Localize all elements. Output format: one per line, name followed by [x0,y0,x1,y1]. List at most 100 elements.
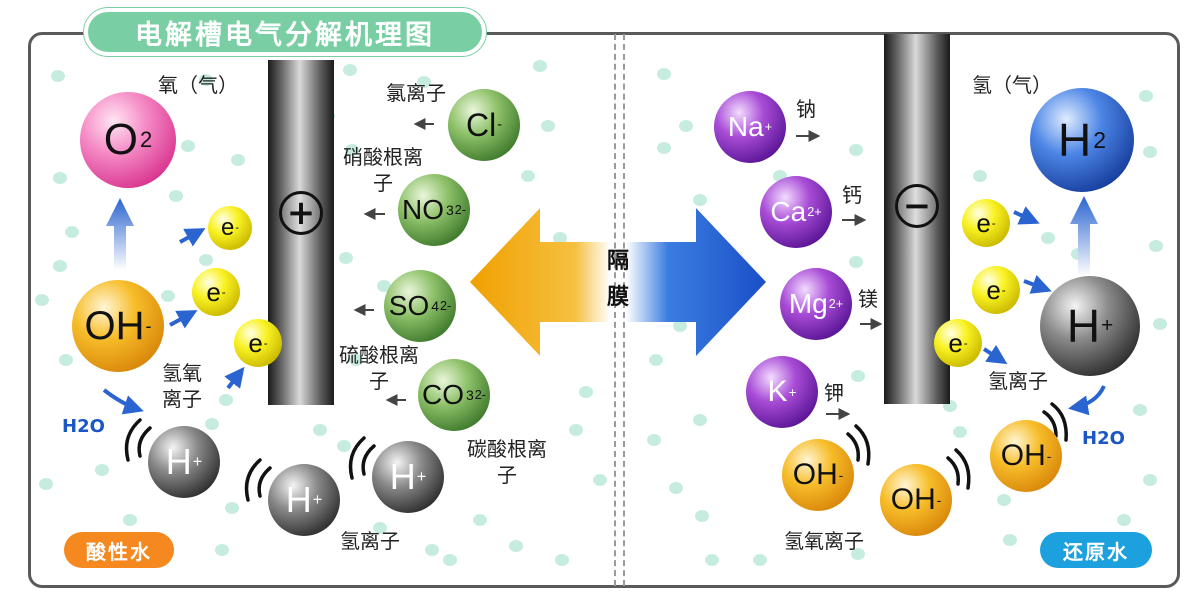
water-bubble [851,548,865,560]
ion-sphere-e4 [962,199,1010,247]
ion-sphere-oh_right2 [880,464,952,536]
ion-charge: - [235,222,239,234]
ion-subscript: 2 [139,127,153,152]
ion-sphere-oh_right3 [990,420,1062,492]
water-bubble [443,554,457,566]
label-hydrogen-ion-left: 氢离子 [340,529,400,553]
water-bubble [849,256,863,268]
water-bubble [425,544,439,556]
water-bubble [569,424,583,436]
water-bubble [161,290,175,302]
ion-oh_right1: OH- [782,439,854,511]
ion-charge: - [838,467,844,483]
water-bubble [35,294,49,306]
label-oxygen: 氧（气） [158,73,238,97]
water-bubble [417,76,431,88]
ion-sphere-oh_left [72,280,164,372]
ion-symbol: H [165,441,192,482]
ion-subscript: 4 [431,298,440,314]
ion-symbol: e [976,208,991,238]
label-nitrate: 硝酸根离子 [343,145,423,195]
water-bubble [997,494,1011,506]
ion-symbol: H [1057,114,1092,166]
water-bubble [65,226,79,238]
ion-h_left3: H+ [372,441,444,513]
ion-sphere-e5 [972,266,1020,314]
badge-acidic-water: 酸性水 [64,532,174,568]
water-bubble [521,170,535,182]
e-arrow-5 [1023,275,1052,294]
ion-h_right: H+ [1040,276,1140,376]
ion-symbol: H [389,456,416,497]
ion-charge: - [221,285,226,299]
water-bubble [533,60,547,72]
ion-sphere-na [714,91,786,163]
ion-symbol: e [948,328,963,358]
ion-symbol: H [1066,300,1101,352]
water-bubble [473,514,487,526]
big-arrow-right [626,208,766,356]
ion-subscript: 2 [1093,126,1107,153]
ion-symbol: CO [422,379,464,410]
ion-charge: + [788,384,797,400]
ion-symbol: H [285,479,312,520]
badge-reduced-water: 还原水 [1040,532,1152,568]
water-bubble [1041,232,1055,244]
water-bubble [673,320,687,332]
ion-e5: e- [972,266,1020,314]
water-bubble [349,354,363,366]
ion-sphere-oh_right1 [782,439,854,511]
ion-symbol: SO [388,290,430,321]
water-bubble [59,354,73,366]
ion-charge: + [312,490,323,509]
ion-e6: e- [934,319,982,367]
ion-charge: 2- [454,203,466,217]
ion-sphere-h_left2 [268,464,340,536]
e-arrow-6 [982,344,1008,365]
ion-sphere-h_right [1040,276,1140,376]
water-bubble [953,426,967,438]
ion-charge: - [1046,448,1052,464]
up-arrow-oxygen [106,198,134,270]
water-bubble [509,540,523,552]
water-bubble [339,252,353,264]
ion-sphere-o2 [80,92,176,188]
label-carbonate: 碳酸根离子 [467,437,547,487]
ion-e2: e- [192,268,240,316]
ion-symbol: Na [727,111,764,142]
ion-symbol: O [103,115,138,164]
ion-charge: - [145,315,152,336]
water-bubble [1133,404,1147,416]
water-bubble [181,140,195,152]
ion-h_left1: H+ [148,426,220,498]
ion-sphere-e2 [192,268,240,316]
water-bubble [849,144,863,156]
water-bubble [123,514,137,526]
water-bubble [1149,240,1163,252]
water-bubble [541,120,555,132]
label-hydroxide-right: 氢氧离子 [784,529,864,553]
water-bubble [373,522,387,534]
water-bubble [377,280,391,292]
ion-symbol: OH [1000,439,1046,472]
water-bubble [657,68,671,80]
water-bubble [345,144,359,156]
ion-charge: + [416,467,427,486]
water-bubble [205,418,219,430]
water-bubble [973,170,987,182]
h2o-curve-left [102,388,144,415]
water-bubble [1117,514,1131,526]
ion-h_left2: H+ [268,464,340,536]
ion-charge: - [263,336,268,350]
label-h2o-right: H2O [1082,428,1125,449]
ion-symbol: K [767,375,788,408]
ion-symbol: Mg [788,288,828,319]
ion-symbol: NO [402,194,444,225]
